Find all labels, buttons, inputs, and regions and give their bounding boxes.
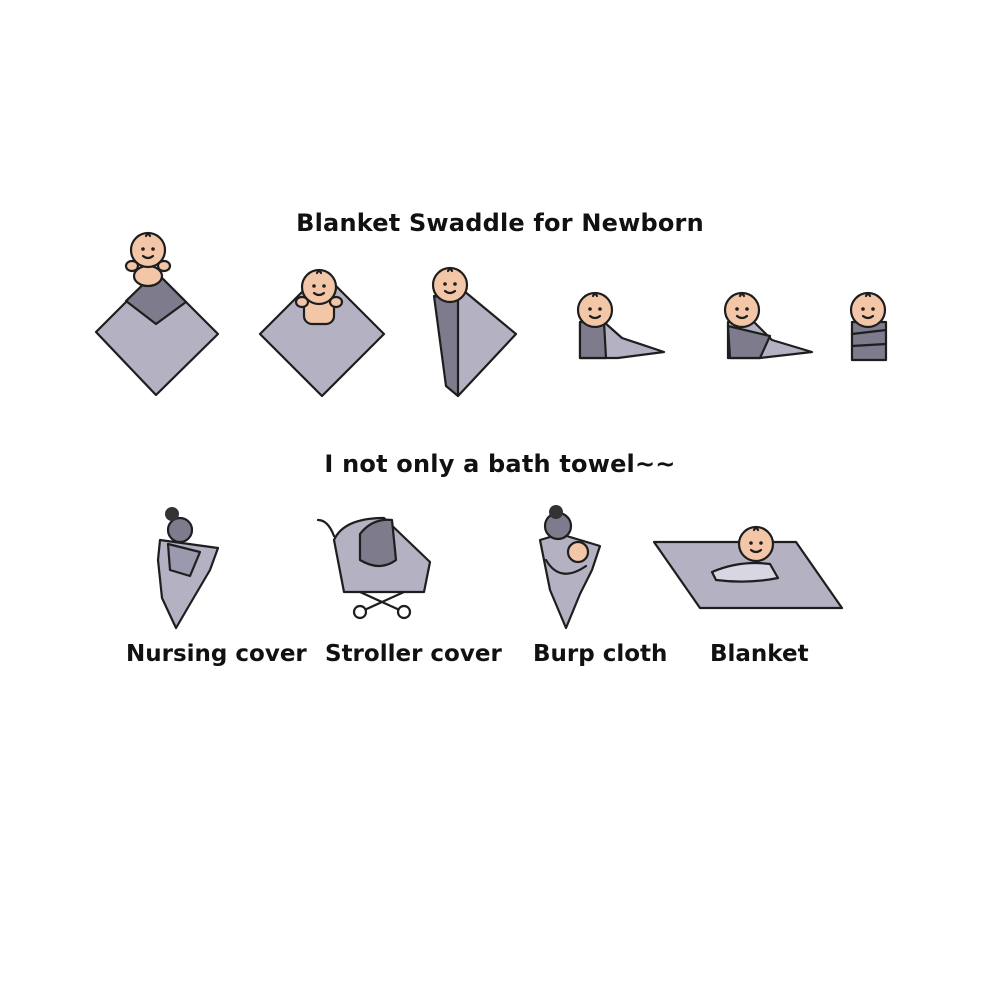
- step-5-blanket-fold-other-side-icon: [723, 291, 814, 360]
- section-subtitle: I not only a bath towel~~: [324, 450, 676, 478]
- nursing-cover-icon: [156, 507, 220, 630]
- burp-cloth-icon: [538, 505, 602, 630]
- page-title: Blanket Swaddle for Newborn: [296, 209, 704, 237]
- use-label-stroller-cover: Stroller cover: [325, 641, 502, 667]
- step-4-blanket-fold-bottom-icon: [576, 291, 666, 360]
- use-label-blanket: Blanket: [710, 641, 809, 667]
- step-1-baby-above-blanket-icon: [94, 231, 220, 397]
- step-3-blanket-fold-one-side-icon: [431, 266, 518, 398]
- use-label-burp-cloth: Burp cloth: [533, 641, 668, 667]
- step-6-swaddled-baby-icon: [849, 291, 888, 362]
- stroller-cover-icon: [316, 516, 432, 620]
- blanket-icon: [652, 525, 844, 610]
- use-label-nursing-cover: Nursing cover: [126, 641, 307, 667]
- step-2-baby-on-blanket-icon: [258, 268, 386, 398]
